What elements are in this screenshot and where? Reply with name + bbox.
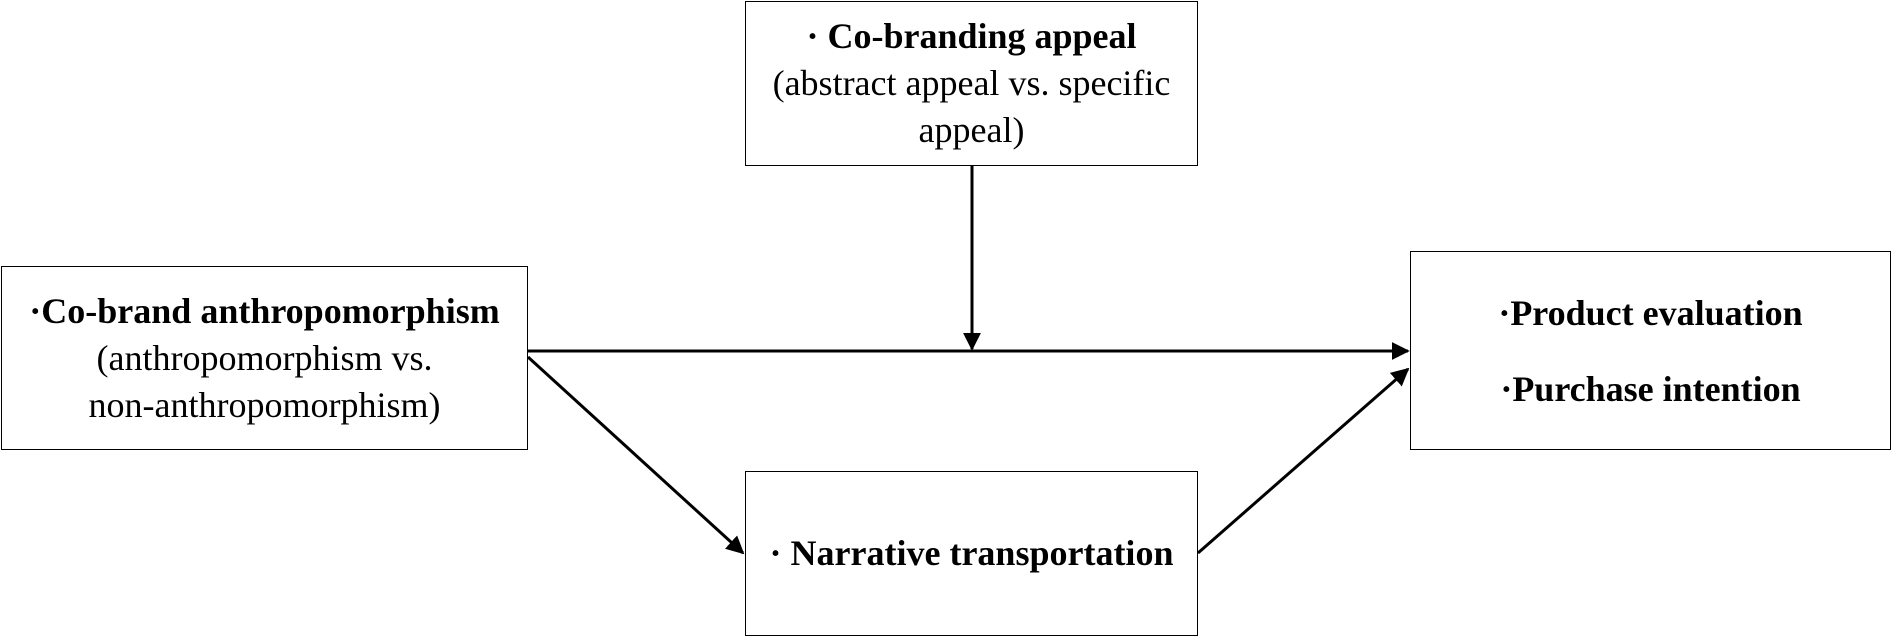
moderator-subtitle-line1: (abstract appeal vs. specific — [772, 63, 1171, 103]
moderator-box: · Co-branding appeal (abstract appeal vs… — [745, 1, 1198, 166]
arrow-mediator-to-dv — [1197, 367, 1410, 555]
moderator-subtitle-line2: appeal) — [918, 110, 1025, 150]
purchase-intention-label: ·Purchase intention — [1500, 368, 1801, 409]
product-evaluation-label: ·Product evaluation — [1498, 292, 1803, 333]
mediator-box: · Narrative transportation — [745, 471, 1198, 636]
independent-variable-subtitle-line1: (anthropomorphism vs. — [96, 337, 433, 378]
independent-variable-title: ·Co-brand anthropomorphism — [29, 290, 500, 331]
dependent-variables-box: ·Product evaluation ·Purchase intention — [1410, 251, 1891, 450]
independent-variable-subtitle-line2: non-anthropomorphism) — [88, 384, 441, 425]
arrow-iv-to-mediator — [526, 355, 745, 555]
moderator-title: · Co-branding appeal — [806, 16, 1137, 56]
independent-variable-box: ·Co-brand anthropomorphism (anthropomorp… — [1, 266, 528, 450]
mediator-title: · Narrative transportation — [769, 533, 1174, 573]
